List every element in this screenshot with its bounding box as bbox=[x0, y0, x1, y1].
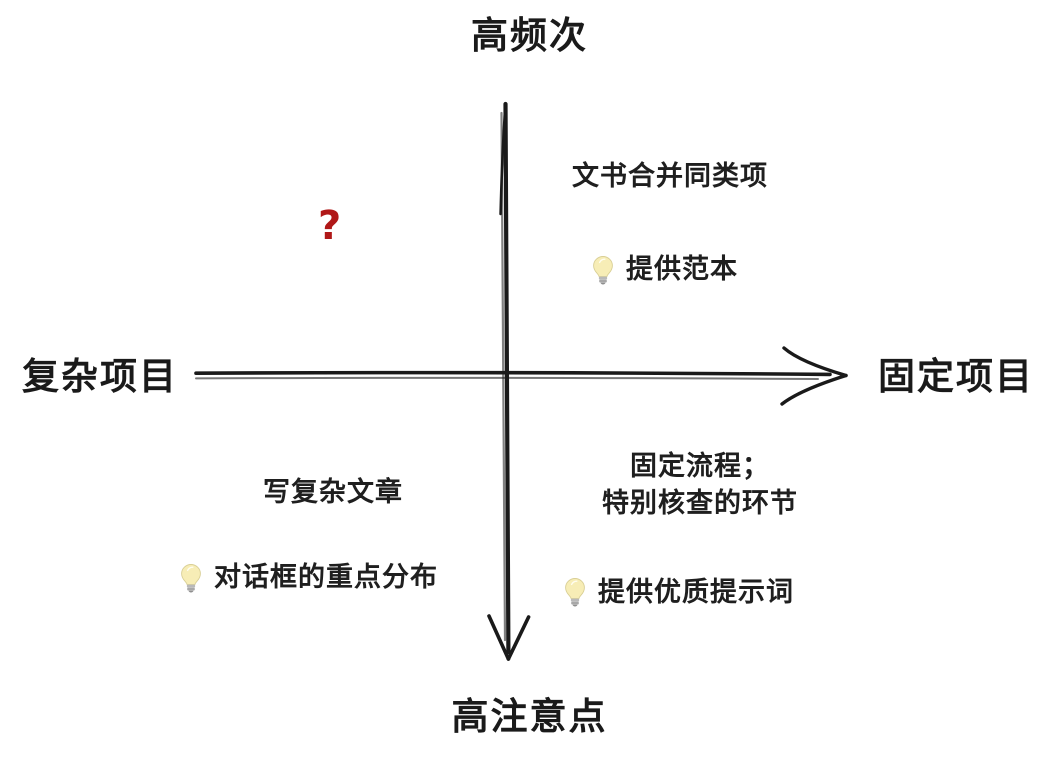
quadrant-bottom-right-note: 提供优质提示词 bbox=[562, 577, 842, 607]
axis-label-right: 固定项目 bbox=[878, 356, 1034, 397]
axis-label-top: 高频次 bbox=[471, 15, 588, 56]
quadrant-bottom-right-title: 固定流程； 特别核查的环节 bbox=[602, 451, 798, 518]
quadrant-top-right-title: 文书合并同类项 bbox=[572, 161, 768, 191]
quadrant-bottom-left: 写复杂文章 对话框的重点分布 bbox=[176, 474, 490, 593]
quadrant-bottom-left-note-text: 对话框的重点分布 bbox=[214, 562, 438, 593]
vertical-axis-bottom-arrowhead bbox=[487, 614, 531, 661]
quadrant-top-right-note: 提供范本 bbox=[590, 255, 768, 285]
quadrant-bottom-right-note-text: 提供优质提示词 bbox=[598, 576, 794, 607]
horizontal-axis-line bbox=[194, 370, 832, 380]
horizontal-axis-right-arrowhead bbox=[780, 346, 848, 406]
axis-label-left: 复杂项目 bbox=[22, 356, 178, 397]
vertical-axis-top-arrowhead bbox=[499, 102, 507, 216]
axis-label-bottom: 高注意点 bbox=[451, 696, 608, 737]
unknown-question-mark: ? bbox=[318, 203, 342, 249]
light-bulb-icon bbox=[178, 563, 204, 593]
vertical-axis-line bbox=[500, 101, 511, 655]
quadrant-top-right-note-text: 提供范本 bbox=[626, 254, 738, 285]
quadrant-bottom-left-note: 对话框的重点分布 bbox=[178, 563, 490, 593]
light-bulb-icon bbox=[590, 255, 616, 285]
quadrant-top-left: ? bbox=[318, 206, 341, 246]
quadrant-top-right: 文书合并同类项 提供范本 bbox=[572, 158, 768, 285]
quadrant-bottom-right: 固定流程； 特别核查的环节 提供优质提示词 bbox=[558, 448, 842, 607]
light-bulb-icon bbox=[562, 577, 588, 607]
quadrant-bottom-left-title: 写复杂文章 bbox=[263, 477, 403, 507]
